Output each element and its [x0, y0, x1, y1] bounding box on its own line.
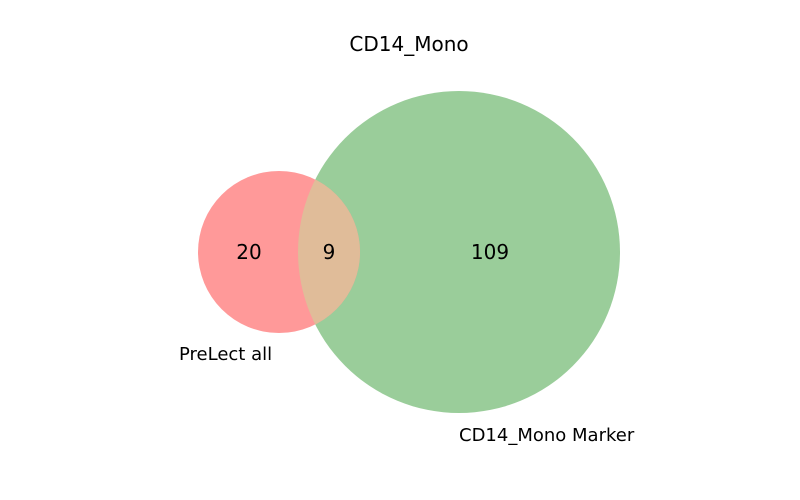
- count-intersection: 9: [323, 240, 336, 264]
- count-prelect-all-only: 20: [236, 240, 261, 264]
- count-cd14-mono-marker-only: 109: [471, 240, 509, 264]
- chart-title: CD14_Mono: [349, 32, 468, 56]
- set-circle-cd14-mono-marker: [298, 91, 620, 413]
- set-label-cd14-mono-marker: CD14_Mono Marker: [459, 425, 635, 446]
- set-label-prelect-all: PreLect all: [179, 344, 272, 365]
